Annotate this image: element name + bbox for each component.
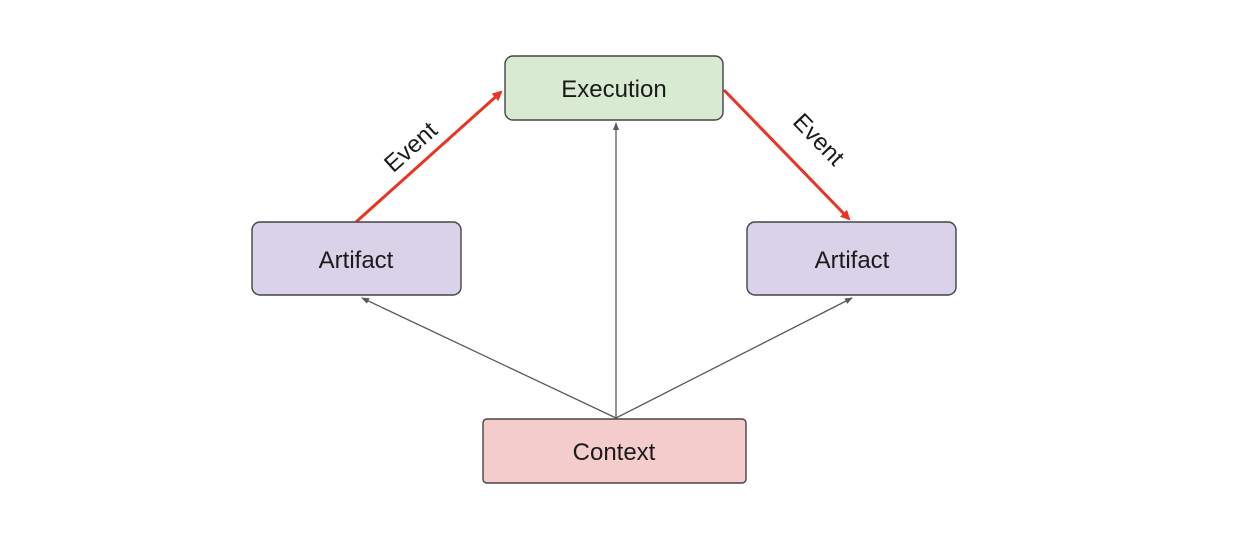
execution-node: Execution — [504, 55, 724, 121]
event-label-left: Event — [379, 117, 443, 178]
context-to-artifact-right-arrow — [615, 297, 853, 419]
event-label-right: Event — [787, 108, 849, 171]
execution-label: Execution — [561, 76, 666, 103]
context-node: Context — [482, 418, 747, 484]
context-to-artifact-left-arrow — [361, 297, 617, 419]
artifact-left-node: Artifact — [251, 221, 462, 296]
context-label: Context — [573, 439, 656, 466]
event-arrow-execution-to-artifact — [722, 88, 851, 221]
artifact-right-node: Artifact — [746, 221, 957, 296]
artifact-right-label: Artifact — [815, 247, 890, 274]
artifact-left-label: Artifact — [319, 247, 394, 274]
event-arrow-artifact-to-execution — [354, 90, 503, 224]
